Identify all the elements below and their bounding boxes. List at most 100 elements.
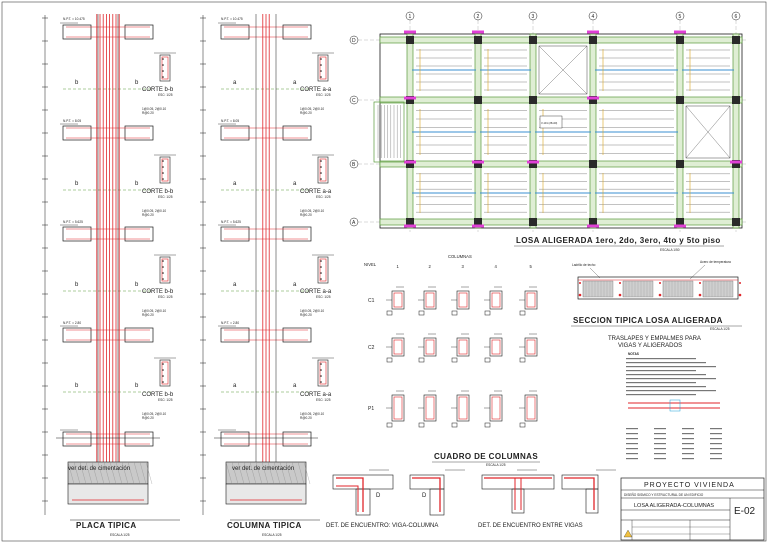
- column-number: 1: [397, 264, 400, 269]
- plan-body: V-101 (25x40): [373, 30, 743, 229]
- hatch: [79, 461, 87, 485]
- column-note-box: [418, 310, 425, 316]
- stirrup-note: 1@0.05, 2@0.10: [142, 107, 166, 111]
- hook-bar: [412, 477, 441, 512]
- stirrup-note: R@0.20: [142, 313, 154, 317]
- section-marker: [674, 224, 686, 228]
- corte-scale: ESC: 1/25: [158, 93, 173, 97]
- corte-bar: [320, 76, 322, 78]
- corte-scale: ESC: 1/25: [316, 93, 331, 97]
- corte-bar: [162, 375, 164, 377]
- stirrup-note: R@0.20: [300, 213, 312, 217]
- joist-bar: [698, 293, 702, 297]
- logo-icon: [623, 529, 633, 538]
- table-cell: [654, 448, 666, 450]
- beam-horizontal: [379, 218, 743, 226]
- columna-vertical-bars: [255, 14, 277, 500]
- column-number: 2: [429, 264, 432, 269]
- section-marker: [404, 96, 416, 100]
- slab-stub-right: [282, 431, 312, 447]
- level-label: N.P.T. = 2.80: [221, 321, 239, 325]
- note-line: [626, 378, 716, 380]
- placa-footing: [56, 437, 160, 505]
- corte-bar: [320, 58, 322, 60]
- column-note-box: [484, 422, 491, 428]
- hatch: [109, 461, 117, 485]
- table-cell: [626, 453, 638, 455]
- section-cut-label: b: [135, 282, 139, 288]
- note-line: [626, 370, 696, 372]
- hook-bar: [336, 477, 364, 512]
- column: [406, 36, 414, 44]
- corte-bar: [320, 381, 322, 383]
- stirrup-note: 1@0.05, 2@0.10: [142, 412, 166, 416]
- level-label: N.P.T. = 8.05: [63, 119, 81, 123]
- corte-bar: [320, 363, 322, 365]
- section-cut-label: a: [293, 181, 297, 187]
- tb-project: PROYECTO VIVIENDA: [644, 482, 735, 489]
- column-row-label: C2: [368, 345, 375, 351]
- corte-section: [317, 359, 329, 387]
- level-label: N.P.T. = 5.625: [221, 220, 241, 224]
- slab-stub-left: [62, 226, 92, 242]
- corte-section: [159, 256, 171, 284]
- corte-label: CORTE b-b: [142, 87, 174, 93]
- columna-scale: ESCALA 1/25: [262, 533, 282, 537]
- detail-viga-columna-title: DET. DE ENCUENTRO: VIGA-COLUMNA: [326, 523, 438, 529]
- grid-row-label: A: [352, 220, 356, 226]
- corte-bar: [162, 272, 164, 274]
- column: [676, 96, 684, 104]
- note-line: [626, 394, 696, 396]
- corte-section: [317, 54, 329, 82]
- column-note-box: [386, 357, 393, 363]
- section-marker: [404, 30, 416, 34]
- slab-stub-left: [220, 226, 250, 242]
- corte-bar: [320, 166, 322, 168]
- hatch: [133, 461, 141, 485]
- section-marker: [587, 224, 599, 228]
- joist-bar: [739, 282, 741, 284]
- column-stirrup: [458, 396, 468, 420]
- section-label-left: Ladrillo de techo: [572, 263, 596, 267]
- column-stirrup: [526, 292, 536, 308]
- note-line: [626, 362, 706, 364]
- corte-bar: [162, 369, 164, 371]
- hatch: [127, 461, 135, 485]
- section-cut-label: a: [233, 383, 237, 389]
- plan-title: LOSA ALIGERADA 1ero, 2do, 3ero, 4to y 5t…: [516, 236, 721, 245]
- corte-bar: [320, 266, 322, 268]
- stirrup-note: R@0.20: [300, 111, 312, 115]
- hatch: [103, 461, 111, 485]
- corte-bar: [162, 278, 164, 280]
- beam-outline: [481, 474, 555, 490]
- column: [529, 96, 537, 104]
- corte-label: CORTE b-b: [142, 289, 174, 295]
- corte-bar: [162, 260, 164, 262]
- section-cut-label: a: [293, 383, 297, 389]
- joist-bar: [619, 282, 621, 284]
- hatch: [231, 461, 239, 485]
- grid-row-label: B: [352, 162, 356, 168]
- tb-sheet-number: E-02: [734, 506, 756, 517]
- table-cell: [626, 433, 638, 435]
- hatch: [145, 461, 153, 485]
- section-marker: [472, 160, 484, 164]
- placa-sobrecimiento-note: ver det. de cimentación: [68, 466, 130, 472]
- stirrup-note: R@0.20: [300, 313, 312, 317]
- column: [676, 218, 684, 226]
- column-note-box: [519, 357, 526, 363]
- slab-stub-right: [282, 327, 312, 343]
- column-note-box: [519, 310, 526, 316]
- column-stirrup: [425, 339, 435, 355]
- column: [406, 96, 414, 104]
- level-label: N.P.T. = 10.475: [63, 17, 85, 21]
- column-stirrup: [393, 396, 403, 420]
- column-stirrup: [491, 396, 501, 420]
- column-section-cells: [386, 286, 538, 428]
- table-cell: [626, 438, 638, 440]
- stirrup-note: R@0.20: [142, 213, 154, 217]
